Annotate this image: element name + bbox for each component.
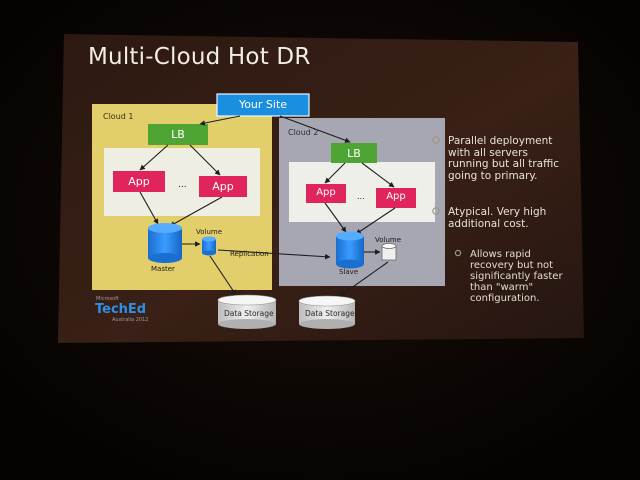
cloud1-lb-label: LB — [171, 128, 185, 141]
replication-label: Replication — [230, 250, 269, 258]
cloud2-app-box-2 — [376, 188, 416, 208]
cloud1-app-label-1: App — [128, 175, 150, 188]
bullet-1: Parallel deployment with all servers run… — [448, 135, 560, 182]
cloud2-app-label-1: App — [316, 187, 336, 198]
cloud1-app-label-2: App — [212, 180, 234, 193]
data-storage-left-label: Data Storage — [224, 309, 274, 318]
cloud1-app-box-1 — [113, 171, 165, 192]
data-storage-right-label: Data Storage — [305, 309, 355, 318]
your-site-box — [216, 93, 310, 117]
cloud2-lb-box — [331, 143, 377, 163]
master-label: Master — [151, 265, 175, 273]
master-volume-icon — [202, 236, 216, 256]
logo-small-text: Microsoft — [96, 296, 119, 302]
cloud1-lb-box — [148, 124, 208, 145]
cloud2-app-box-1 — [306, 184, 346, 203]
cloud2-label: Cloud 2 — [288, 128, 319, 137]
connector-lines — [139, 115, 396, 297]
bullet-2: Atypical. Very high additional cost. — [448, 206, 547, 230]
your-site-label: Your Site — [238, 98, 288, 111]
cloud2-lb-label: LB — [347, 147, 361, 160]
slave-volume-label: Volume — [375, 236, 402, 244]
logo-sub-text: Australia 2012 — [112, 317, 149, 323]
cloud1-ellipsis: ... — [178, 180, 187, 190]
slave-volume-icon — [381, 243, 397, 261]
slide-title: Multi-Cloud Hot DR — [88, 44, 311, 70]
slave-label: Slave — [339, 268, 359, 276]
slave-database-icon — [336, 231, 364, 269]
data-storage-left-icon — [217, 294, 277, 329]
data-storage-right-icon — [298, 295, 356, 329]
master-database-icon — [148, 223, 182, 263]
cloud2-app-label-2: App — [386, 191, 406, 202]
sub-bullet-1: Allows rapid recovery but not significan… — [470, 249, 563, 304]
cloud1-label: Cloud 1 — [103, 112, 134, 121]
teched-logo: TechEd — [95, 302, 147, 317]
master-volume-label: Volume — [196, 228, 223, 236]
bullet-markers — [432, 136, 462, 257]
cloud1-app-box-2 — [199, 176, 247, 197]
cloud2-ellipsis: ... — [357, 192, 365, 201]
